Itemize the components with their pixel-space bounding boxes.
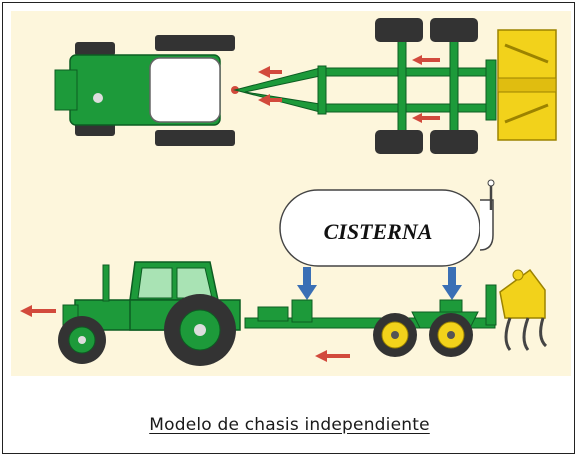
chassis-top-frame	[233, 67, 491, 113]
figure-caption: Modelo de chasis independiente	[149, 415, 430, 435]
tank-label: CISTERNA	[324, 219, 433, 244]
chassis-top-tire-4	[430, 130, 478, 154]
chassis-top-axle-1	[397, 39, 407, 141]
tractor-top-cabin	[149, 57, 221, 123]
chassis-top-tire-1	[375, 18, 423, 42]
chassis-top-tire-3	[375, 130, 423, 154]
tractor-top-rear-tire-left	[155, 35, 235, 51]
top-view-assembly	[54, 18, 557, 154]
force-arrow-red-top	[258, 55, 440, 123]
side-view-assembly	[20, 179, 548, 366]
chassis-side-hitch	[257, 306, 289, 322]
tractor-top-rear-tire-right	[155, 130, 235, 146]
implement-side	[499, 268, 548, 351]
chassis-top-crossbar-1	[317, 65, 327, 115]
tractor-top-exhaust	[93, 93, 103, 103]
load-arrow-blue	[297, 267, 462, 300]
chassis-top-tire-2	[430, 18, 478, 42]
tractor-top-front-tire-left	[75, 42, 115, 56]
tractor-top-front-weight	[54, 69, 78, 111]
force-arrow-red-side	[20, 305, 350, 362]
chassis-top-axle-2	[449, 39, 459, 141]
chassis-top-rear-bar	[485, 59, 497, 121]
chassis-side-wheels	[373, 313, 473, 357]
tractor-side	[58, 261, 241, 366]
tractor-side-exhaust	[102, 264, 110, 302]
